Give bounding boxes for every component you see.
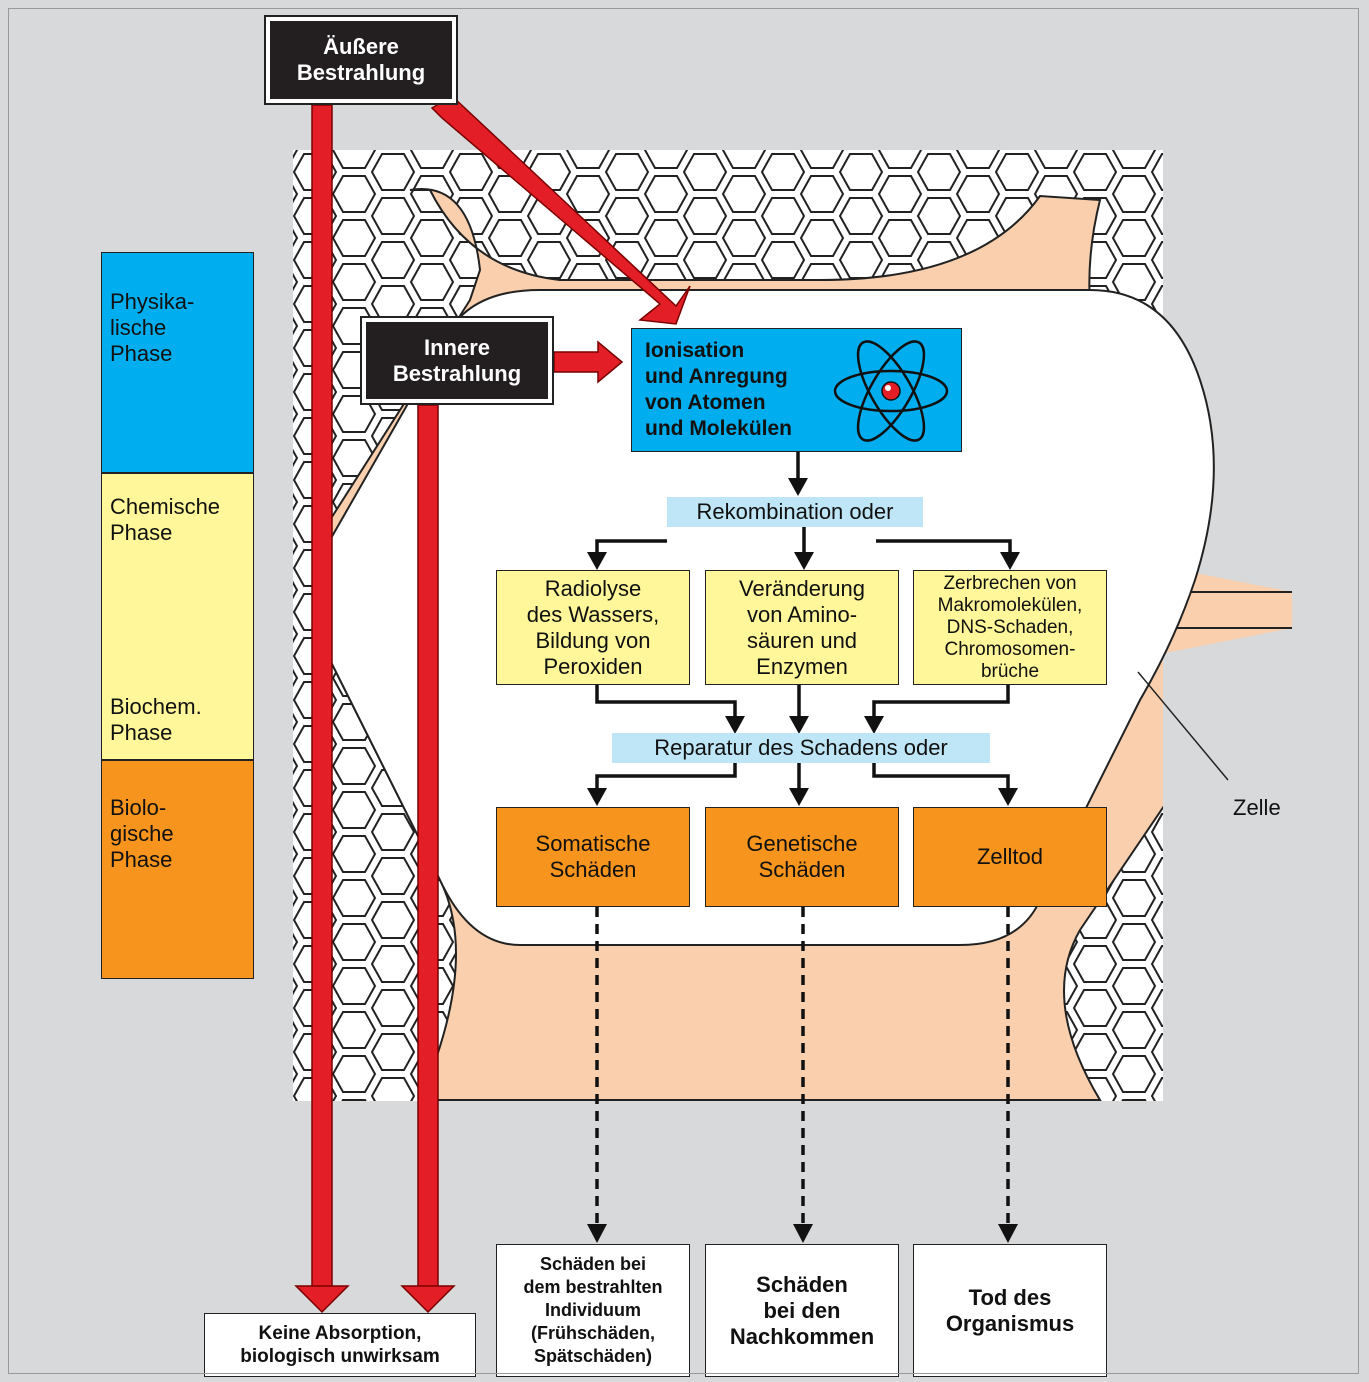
arrow-heads bbox=[587, 478, 1020, 1243]
no-absorption-box: Keine Absorption, biologisch unwirksam bbox=[204, 1313, 476, 1377]
phase-physical-label: Physika- lische Phase bbox=[110, 289, 195, 366]
phase-chemical: Chemische Phase Biochem. Phase bbox=[101, 473, 254, 760]
phase-physical: Physika- lische Phase bbox=[101, 252, 254, 473]
cell-label: Zelle bbox=[1233, 795, 1281, 820]
flow-arrows bbox=[595, 452, 1012, 1226]
offspring-damage-box: Schäden bei den Nachkommen bbox=[705, 1244, 899, 1377]
internal-radiation-box: Innere Bestrahlung bbox=[360, 316, 554, 405]
macromolecule-break-box: Zerbrechen von Makromolekülen, DNS-Schad… bbox=[913, 570, 1107, 685]
internal-radiation-label: Innere Bestrahlung bbox=[366, 322, 548, 399]
cell-death-box: Zelltod bbox=[913, 807, 1107, 907]
phase-biochemical-label: Biochem. Phase bbox=[110, 694, 202, 745]
genetic-damage-box: Genetische Schäden bbox=[705, 807, 899, 907]
phase-chemical-label: Chemische Phase bbox=[110, 494, 221, 545]
cell-pointer-line bbox=[1137, 671, 1229, 781]
radiation-arrows bbox=[294, 95, 691, 1314]
radiolysis-box: Radiolyse des Wassers, Bildung von Perox… bbox=[496, 570, 690, 685]
amino-acid-change-box: Veränderung von Amino- säuren und Enzyme… bbox=[705, 570, 899, 685]
recombination-label: Rekombination oder bbox=[667, 497, 923, 527]
phase-biological-label: Biolo- gische Phase bbox=[110, 795, 174, 872]
repair-label: Reparatur des Schadens oder bbox=[612, 733, 990, 763]
individual-damage-box: Schäden bei dem bestrahlten Individuum (… bbox=[496, 1244, 690, 1377]
atom-icon bbox=[833, 340, 949, 442]
external-radiation-box: Äußere Bestrahlung bbox=[264, 15, 458, 105]
external-radiation-label: Äußere Bestrahlung bbox=[270, 21, 452, 99]
organism-death-box: Tod des Organismus bbox=[913, 1244, 1107, 1377]
ionisation-box: Ionisation und Anregung von Atomen und M… bbox=[631, 328, 962, 452]
somatic-damage-box: Somatische Schäden bbox=[496, 807, 690, 907]
ionisation-label: Ionisation und Anregung von Atomen und M… bbox=[645, 339, 792, 440]
phase-biological: Biolo- gische Phase bbox=[101, 760, 254, 979]
